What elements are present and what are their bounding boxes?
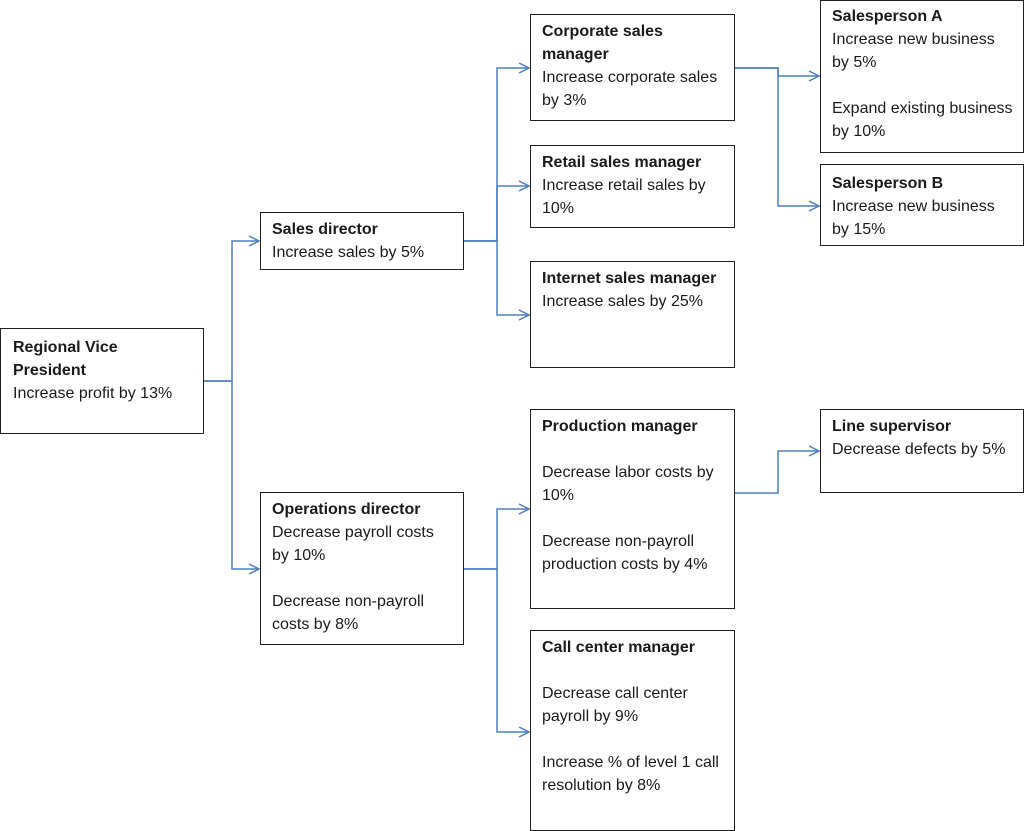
node-goal: Decrease defects by 5%: [832, 441, 1006, 458]
connector-sales_dir-to-internet: [464, 240, 529, 315]
node-goal: Increase sales by 25%: [542, 293, 703, 310]
node-production-manager: Production manager Decrease labor costs …: [530, 409, 735, 609]
node-title: Regional Vice President: [13, 339, 118, 379]
node-operations-director: Operations director Decrease payroll cos…: [260, 492, 464, 645]
node-goal: Increase retail sales by 10%: [542, 177, 706, 217]
node-title: Operations director: [272, 501, 421, 518]
node-goal: Increase new business by 15%: [832, 198, 995, 238]
connector-corp-to-sp_b: [735, 67, 819, 206]
node-title: Corporate sales manager: [542, 23, 663, 63]
node-goal: Increase % of level 1 call resolution by…: [542, 754, 719, 794]
node-regional-vice-president: Regional Vice President Increase profit …: [0, 328, 204, 434]
connector-prod-to-line: [735, 451, 819, 494]
node-corporate-sales-manager: Corporate sales manager Increase corpora…: [530, 14, 735, 121]
connector-ops_dir-to-call: [464, 568, 529, 732]
node-goal: Decrease labor costs by 10%: [542, 464, 714, 504]
node-sales-director: Sales director Increase sales by 5%: [260, 212, 464, 270]
node-title: Production manager: [542, 418, 698, 435]
node-line-supervisor: Line supervisor Decrease defects by 5%: [820, 409, 1024, 493]
connector-rvp-to-sales_dir: [204, 241, 259, 382]
node-goal: Decrease non-payroll costs by 8%: [272, 593, 425, 633]
node-title: Internet sales manager: [542, 270, 717, 287]
connector-sales_dir-to-retail: [464, 186, 529, 242]
node-goal: Increase new business by 5%: [832, 31, 995, 71]
node-call-center-manager: Call center manager Decrease call center…: [530, 630, 735, 831]
node-salesperson-a: Salesperson A Increase new business by 5…: [820, 0, 1024, 153]
node-goal: Decrease payroll costs by 10%: [272, 524, 434, 564]
node-goal: Increase profit by 13%: [13, 385, 173, 402]
node-goal: Increase sales by 5%: [272, 244, 425, 261]
node-title: Salesperson A: [832, 8, 943, 25]
node-title: Salesperson B: [832, 175, 944, 192]
node-goal: Decrease non-payroll production costs by…: [542, 533, 708, 573]
node-title: Retail sales manager: [542, 154, 702, 171]
node-internet-sales-manager: Internet sales manager Increase sales by…: [530, 261, 735, 368]
node-goal: Decrease call center payroll by 9%: [542, 685, 688, 725]
node-title: Sales director: [272, 221, 378, 238]
node-salesperson-b: Salesperson B Increase new business by 1…: [820, 164, 1024, 246]
node-goal: Expand existing business by 10%: [832, 100, 1013, 140]
connector-corp-to-sp_a: [735, 67, 819, 76]
node-goal: Increase corporate sales by 3%: [542, 69, 718, 109]
connector-ops_dir-to-prod: [464, 509, 529, 570]
node-title: Call center manager: [542, 639, 695, 656]
connector-rvp-to-ops_dir: [204, 380, 259, 569]
node-title: Line supervisor: [832, 418, 952, 435]
node-retail-sales-manager: Retail sales manager Increase retail sal…: [530, 145, 735, 228]
